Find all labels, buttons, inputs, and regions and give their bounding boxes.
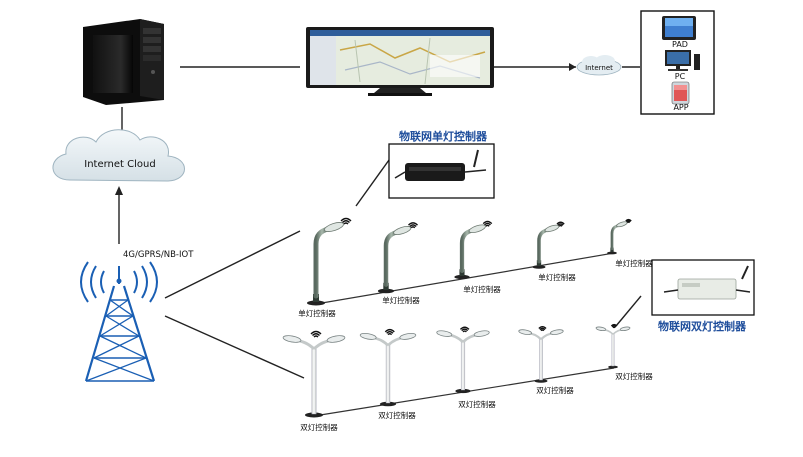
wifi-signal-icon <box>556 221 565 227</box>
pole-arm <box>459 228 475 274</box>
pole-label: 单灯控制器 <box>538 272 576 282</box>
pole-base <box>305 412 323 418</box>
lamp-head-right <box>619 326 631 332</box>
pole-base <box>607 251 617 255</box>
pole-arm <box>383 230 400 287</box>
pole-base <box>307 300 325 306</box>
network-label: 4G/GPRS/NB-IOT <box>123 250 194 260</box>
lamp-head-right <box>550 329 564 335</box>
lamp-head <box>393 226 412 235</box>
pole-label: 双灯控制器 <box>615 371 653 381</box>
single-light-pole <box>307 217 352 306</box>
wifi-signal-icon <box>384 328 395 336</box>
pole-label: 单灯控制器 <box>615 258 653 268</box>
single-controller-box <box>388 143 495 199</box>
pole-label: 单灯控制器 <box>298 308 336 318</box>
cloud-label: Internet Cloud <box>84 159 155 170</box>
pole-shaft <box>611 333 615 367</box>
lamp-head <box>468 224 486 234</box>
lamp-head <box>544 224 560 233</box>
pole-shaft <box>311 346 317 415</box>
wifi-signal-icon <box>340 217 352 225</box>
pole-shaft <box>385 343 391 404</box>
pole-label: 双灯控制器 <box>378 410 416 420</box>
lamp-head-right <box>399 332 417 340</box>
double-light-pole <box>436 326 490 394</box>
double-controller-callout <box>615 295 642 327</box>
pc-icon <box>665 50 700 71</box>
double-light-pole <box>595 323 631 369</box>
pole-shaft <box>539 337 543 381</box>
lamp-head-left <box>436 330 453 337</box>
wifi-signal-icon <box>625 218 632 224</box>
single-light-pole <box>532 221 565 269</box>
pc-label: PC <box>675 72 686 81</box>
connector-lines <box>121 66 642 379</box>
uplink-arrow <box>115 186 123 244</box>
pole-label: 单灯控制器 <box>382 295 420 305</box>
app-label: APP <box>673 103 688 112</box>
pole-label: 单灯控制器 <box>463 284 501 294</box>
single-light-pole <box>377 222 418 294</box>
monitor-icon <box>306 27 494 96</box>
pole-base <box>532 265 546 269</box>
server-icon <box>83 19 164 105</box>
pole-arm <box>610 223 620 251</box>
pole-label: 双灯控制器 <box>458 399 496 409</box>
single-light-pole <box>454 220 493 280</box>
internet-cloud-icon: Internet <box>576 55 622 76</box>
pole-base <box>379 401 397 407</box>
pole-base <box>534 379 548 383</box>
lamp-head <box>324 222 344 232</box>
pole-label: 双灯控制器 <box>536 385 574 395</box>
pole-base <box>454 274 470 280</box>
lamp-head <box>616 221 628 228</box>
pole-base <box>608 365 618 369</box>
double-light-pole <box>359 328 417 407</box>
tower-single-line <box>164 230 301 299</box>
wifi-signal-icon <box>610 323 618 329</box>
phone-icon <box>671 81 690 105</box>
cell-tower-icon <box>80 261 158 382</box>
pad-label: PAD <box>672 40 688 49</box>
arrow-head-icon <box>569 63 576 71</box>
wifi-signal-icon <box>538 326 547 332</box>
cloud-shape: Internet Cloud <box>52 129 185 182</box>
double-light-pole <box>518 326 564 383</box>
single-light-pole <box>607 218 632 255</box>
pole-shaft <box>460 340 466 391</box>
lamp-head-right <box>326 335 346 343</box>
devices-panel: PAD PC APP <box>640 10 715 115</box>
lamp-head-right <box>473 330 490 337</box>
pole-base <box>455 388 471 394</box>
single-controller-title: 物联网单灯控制器 <box>399 129 488 143</box>
wifi-signal-icon <box>482 220 493 227</box>
lamp-head-left <box>282 335 302 343</box>
wifi-signal-icon <box>408 222 418 229</box>
double-light-pole <box>282 330 346 418</box>
pole-base <box>377 288 395 294</box>
double-controller-box <box>651 259 755 316</box>
pole-arm <box>537 228 550 264</box>
internet-label: Internet <box>585 64 613 72</box>
pole-label: 双灯控制器 <box>300 422 338 432</box>
pole-arm <box>313 226 331 299</box>
lamp-head-left <box>518 329 532 335</box>
double-controller-title: 物联网双灯控制器 <box>658 319 747 333</box>
tablet-icon <box>662 16 696 40</box>
lamp-head-left <box>359 332 377 340</box>
wifi-signal-icon <box>310 330 322 338</box>
tower-double-line <box>164 315 305 379</box>
lamp-head-left <box>595 326 607 332</box>
single-controller-callout <box>355 159 390 207</box>
wifi-signal-icon <box>459 326 470 333</box>
